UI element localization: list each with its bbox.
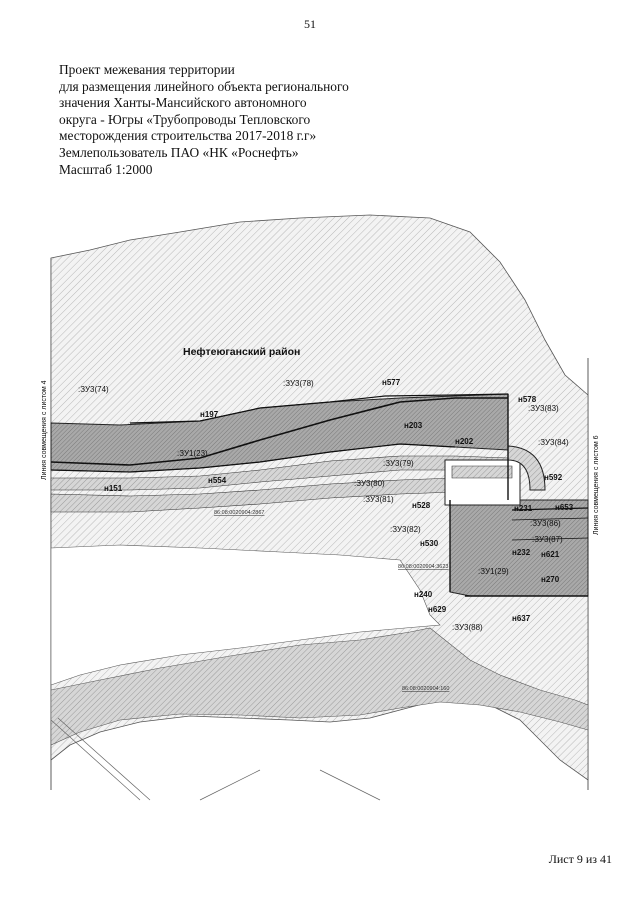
point-label: н151 <box>104 484 123 493</box>
title-line: Масштаб 1:2000 <box>59 161 153 177</box>
match-line-left: Линия совмещения с листом 4 <box>41 380 48 480</box>
curved-pipe <box>507 445 546 491</box>
title-line: для размещения линейного объекта региона… <box>59 78 349 94</box>
point-label: н621 <box>541 550 560 559</box>
point-label: н528 <box>412 501 431 510</box>
boundary-line-top <box>50 397 508 466</box>
point-label: н240 <box>414 590 433 599</box>
parcel-label: :ЗУ3(78) <box>283 379 314 388</box>
parcel-label: :ЗУ1(29) <box>478 567 509 576</box>
parcel-label: :ЗУ3(86) <box>530 519 561 528</box>
point-label: н577 <box>382 378 401 387</box>
parcel-label: :ЗУ3(79) <box>383 459 414 468</box>
parcel-label: :ЗУ3(88) <box>452 623 483 632</box>
parcel-label: :ЗУ3(81) <box>363 495 394 504</box>
parcel-label: :ЗУ1(23) <box>177 449 208 458</box>
title-line: значения Ханты-Мансийского автономного <box>59 95 307 111</box>
point-label: н203 <box>404 421 423 430</box>
point-label: н554 <box>208 476 227 485</box>
lower-hatched-strip <box>50 627 589 746</box>
parcel-label: :ЗУ3(82) <box>390 525 421 534</box>
connector-inner <box>451 465 513 479</box>
point-label: н629 <box>428 605 447 614</box>
district-label: Нефтеюганский район <box>183 346 300 358</box>
point-label: н202 <box>455 437 474 446</box>
road-line <box>319 769 381 801</box>
white-road-area <box>50 544 441 686</box>
parcel-label: :ЗУ3(87) <box>532 535 563 544</box>
title-line: месторождения строительства 2017-2018 г.… <box>59 128 317 144</box>
parcel-label: :ЗУ3(83) <box>528 404 559 413</box>
cadastral-number: 86:08:0020904:2867 <box>214 510 264 516</box>
match-line-right: Линия совмещения с листом 6 <box>593 435 600 535</box>
parcel-label: :ЗУ3(80) <box>354 479 385 488</box>
boundary-line-right-stub <box>511 507 589 511</box>
parcel-label: :ЗУ3(74) <box>78 385 109 394</box>
road-line <box>199 769 261 801</box>
point-label: н197 <box>200 410 219 419</box>
cadastral-number: 86:08:0020904:160 <box>402 686 449 692</box>
road-line <box>50 719 141 801</box>
point-label: н530 <box>420 539 439 548</box>
cadastral-number: 86:08:0020904:3623 <box>398 564 448 570</box>
point-label: н653 <box>555 503 574 512</box>
title-block: Проект межевания территории для размещен… <box>59 62 419 178</box>
point-label: н578 <box>518 395 537 404</box>
point-label: н592 <box>544 473 563 482</box>
title-line: Проект межевания территории <box>59 62 235 77</box>
point-label: н637 <box>512 614 531 623</box>
point-label: н231 <box>514 504 533 513</box>
parcel-label: :ЗУ3(84) <box>538 438 569 447</box>
page-number: 51 <box>304 17 316 31</box>
boundary-line-upper <box>129 393 509 424</box>
point-label: н232 <box>512 548 531 557</box>
title-line: округа - Югры «Трубопроводы Тепловского <box>59 111 311 127</box>
boundary-line-lower <box>50 443 456 473</box>
road-line <box>57 717 151 801</box>
title-line: Землепользователь ПАО «НК «Роснефть» <box>59 144 299 160</box>
boundary-line-right-stub3 <box>511 537 589 541</box>
sheet-footer: Лист 9 из 41 <box>548 852 612 866</box>
point-label: н270 <box>541 575 560 584</box>
boundary-line-right-stub2 <box>511 517 589 521</box>
